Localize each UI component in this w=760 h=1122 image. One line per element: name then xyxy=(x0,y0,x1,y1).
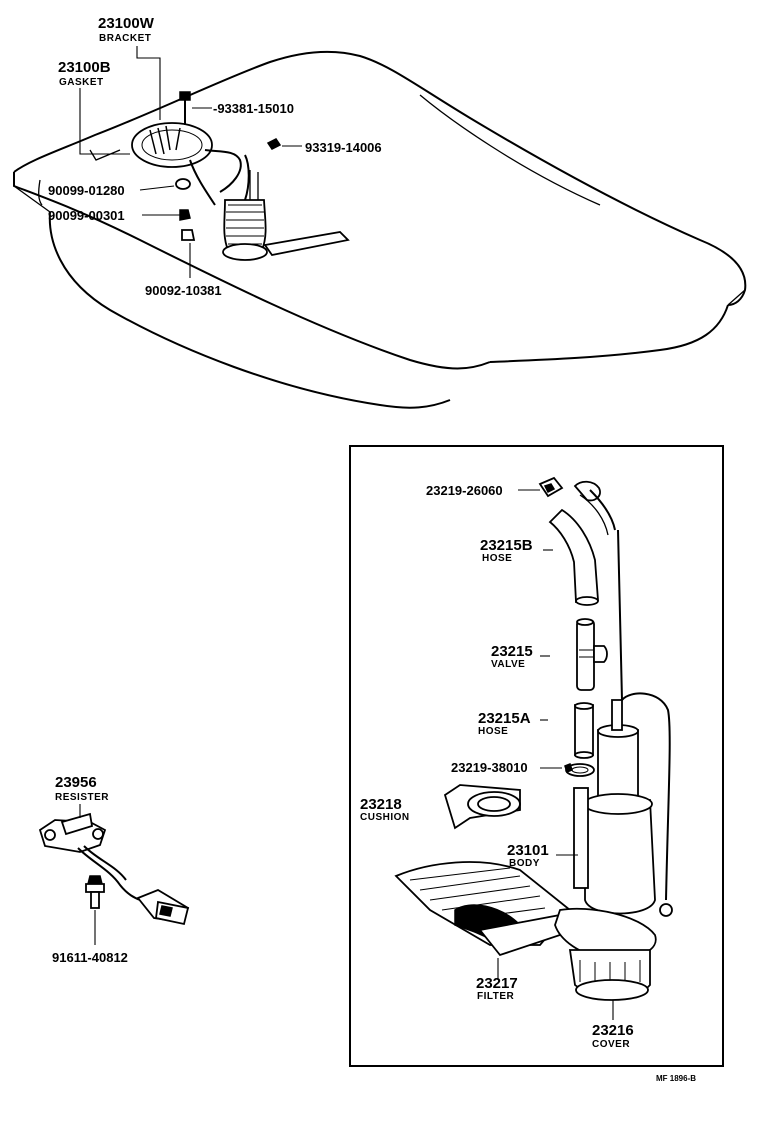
clip1-part-number: 90099-01280 xyxy=(48,183,125,198)
exploded-view-frame xyxy=(349,445,724,1067)
hose-b-part-number: 23215B xyxy=(480,537,533,554)
valve-name: VALVE xyxy=(491,659,525,670)
pump-body xyxy=(573,699,656,915)
grommet-part-number: 90092-10381 xyxy=(145,283,222,298)
hose-b xyxy=(548,489,616,606)
hose-a xyxy=(574,702,594,759)
cushion-part-number: 23218 xyxy=(360,796,402,813)
fuel-tank xyxy=(13,50,747,409)
bolt-part-number: 91611-40812 xyxy=(52,950,128,965)
cover-part-number: 23216 xyxy=(592,1022,634,1039)
resister xyxy=(38,812,190,926)
bracket-name: BRACKET xyxy=(99,33,151,44)
hose-b-name: HOSE xyxy=(482,553,512,564)
tank-fasteners xyxy=(175,91,282,241)
valve-part-number: 23215 xyxy=(491,643,533,660)
cushion xyxy=(443,784,521,830)
resister-part-number: 23956 xyxy=(55,774,97,791)
bracket-part-number: 23100W xyxy=(98,15,155,32)
pump-bracket-assembly xyxy=(131,122,350,261)
filter-part-number: 23217 xyxy=(476,975,518,992)
filter xyxy=(394,861,577,957)
pump-wire xyxy=(617,529,671,901)
screw1-part-number: -93381-15010 xyxy=(213,101,294,116)
hose-a-part-number: 23215A xyxy=(478,710,531,727)
connector-part-number: 23219-26060 xyxy=(426,483,503,498)
body-part-number: 23101 xyxy=(507,842,549,859)
gasket-part-number: 23100B xyxy=(58,59,111,76)
cover xyxy=(554,907,657,1001)
reference-code: MF 1896-B xyxy=(656,1074,696,1083)
cushion-name: CUSHION xyxy=(360,812,410,823)
bolt xyxy=(85,875,105,909)
screw2-part-number: 93319-14006 xyxy=(305,140,382,155)
clamp xyxy=(564,763,595,777)
wire-terminal xyxy=(659,903,673,917)
gasket-name: GASKET xyxy=(59,77,104,88)
resister-name: RESISTER xyxy=(55,792,109,803)
tank-leaders xyxy=(79,46,302,278)
filter-name: FILTER xyxy=(477,991,515,1002)
clamp-part-number: 23219-38010 xyxy=(451,760,528,775)
body-name: BODY xyxy=(509,858,540,869)
clip2-part-number: 90099-00301 xyxy=(48,208,125,223)
hose-a-name: HOSE xyxy=(478,726,508,737)
connector xyxy=(538,476,601,502)
valve xyxy=(576,618,608,691)
cover-name: COVER xyxy=(592,1039,630,1050)
